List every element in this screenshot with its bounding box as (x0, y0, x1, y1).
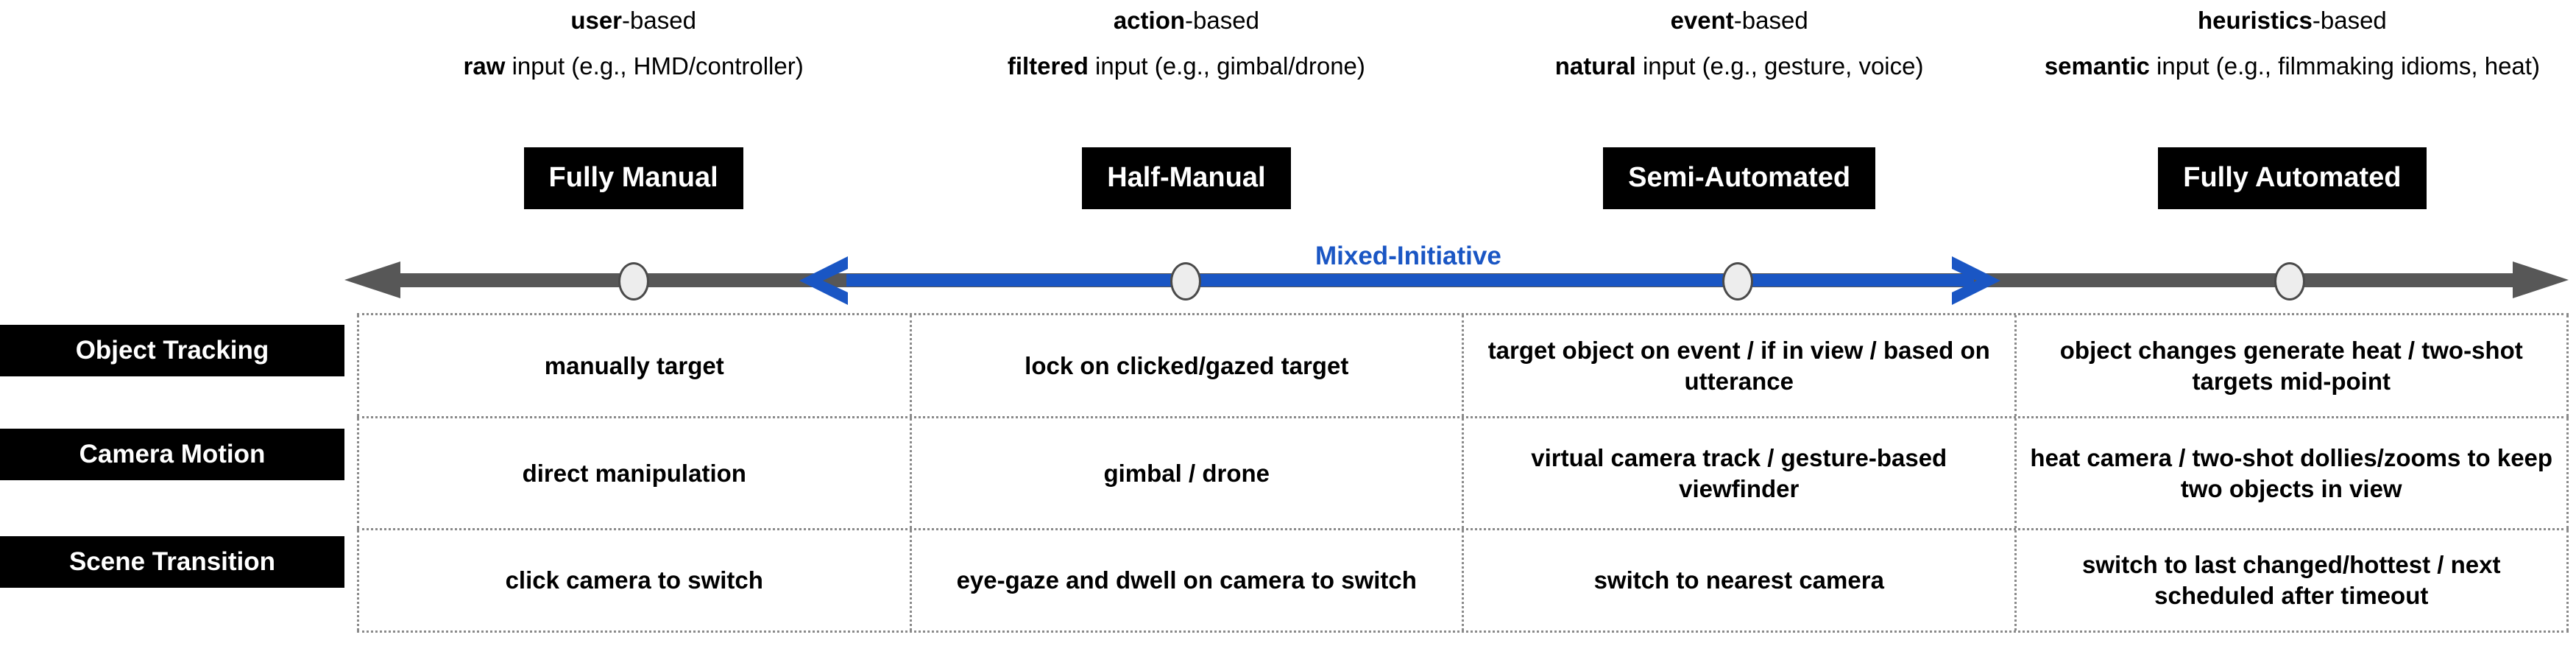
cell-r2c1: eye-gaze and dwell on camera to switch (909, 530, 1462, 630)
stage-cell-0: Fully Manual (357, 147, 910, 228)
column-header-0: user-based raw input (e.g., HMD/controll… (357, 0, 910, 144)
stage-box-half-manual: Half-Manual (1082, 147, 1291, 209)
table-row: direct manipulation gimbal / drone virtu… (357, 416, 2569, 528)
column-input-1: filtered input (e.g., gimbal/drone) (1008, 52, 1365, 81)
cell-r1c0: direct manipulation (357, 418, 910, 528)
column-input-strong-3: semantic (2044, 52, 2150, 80)
cell-r1c2: virtual camera track / gesture-based vie… (1462, 418, 2014, 528)
cell-r0c3: object changes generate heat / two-shot … (2014, 315, 2569, 416)
stage-cell-2: Semi-Automated (1463, 147, 2016, 228)
axis-knob-fully-automated[interactable] (2274, 262, 2305, 301)
column-header-3: heuristics-based semantic input (e.g., f… (2016, 0, 2569, 144)
cell-r1c1: gimbal / drone (909, 418, 1462, 528)
column-basis-rest-0: -based (622, 7, 696, 34)
column-basis-strong-0: user (570, 7, 623, 34)
stage-box-fully-automated: Fully Automated (2158, 147, 2427, 209)
mixed-initiative-left-arrowhead-icon (796, 254, 851, 307)
axis-knob-semi-automated[interactable] (1722, 262, 1753, 301)
cell-r0c2: target object on event / if in view / ba… (1462, 315, 2014, 416)
cell-r2c2: switch to nearest camera (1462, 530, 2014, 630)
mixed-initiative-label: Mixed-Initiative (1312, 242, 1504, 271)
column-basis-0: user-based (570, 7, 696, 35)
table-row: click camera to switch eye-gaze and dwel… (357, 528, 2569, 633)
stage-cell-3: Fully Automated (2016, 147, 2569, 228)
column-basis-rest-3: -based (2312, 7, 2387, 34)
column-input-rest-0: input (e.g., HMD/controller) (505, 52, 804, 80)
column-input-3: semantic input (e.g., filmmaking idioms,… (2045, 52, 2540, 81)
column-input-strong-2: natural (1554, 52, 1636, 80)
row-label-scene-transition: Scene Transition (0, 536, 344, 588)
cell-r0c0: manually target (357, 315, 910, 416)
column-input-rest-2: input (e.g., gesture, voice) (1635, 52, 1924, 80)
column-header-2: event-based natural input (e.g., gesture… (1463, 0, 2016, 144)
column-input-rest-1: input (e.g., gimbal/drone) (1088, 52, 1365, 80)
mixed-initiative-right-arrowhead-icon (1949, 254, 2003, 307)
column-input-2: natural input (e.g., gesture, voice) (1555, 52, 1924, 81)
axis-knob-fully-manual[interactable] (618, 262, 649, 301)
column-basis-rest-1: -based (1185, 7, 1259, 34)
cell-r2c0: click camera to switch (357, 530, 910, 630)
column-input-strong-1: filtered (1007, 52, 1089, 80)
capability-matrix: manually target lock on clicked/gazed ta… (357, 313, 2569, 657)
mixed-initiative-segment (846, 274, 1974, 287)
column-basis-strong-3: heuristics (2197, 7, 2313, 34)
row-label-camera-motion: Camera Motion (0, 429, 344, 480)
column-basis-strong-2: event (1670, 7, 1734, 34)
column-basis-rest-2: -based (1733, 7, 1808, 34)
stage-box-semi-automated: Semi-Automated (1603, 147, 1876, 209)
table-row: manually target lock on clicked/gazed ta… (357, 313, 2569, 416)
column-input-strong-0: raw (463, 52, 506, 80)
axis-knob-half-manual[interactable] (1170, 262, 1201, 301)
column-input-0: raw input (e.g., HMD/controller) (464, 52, 804, 81)
cell-r1c3: heat camera / two-shot dollies/zooms to … (2014, 418, 2569, 528)
column-header-1: action-based filtered input (e.g., gimba… (910, 0, 1462, 144)
column-input-rest-3: input (e.g., filmmaking idioms, heat) (2149, 52, 2540, 80)
column-basis-3: heuristics-based (2198, 7, 2387, 35)
stage-cell-1: Half-Manual (910, 147, 1462, 228)
cell-r2c3: switch to last changed/hottest / next sc… (2014, 530, 2569, 630)
column-headers: user-based raw input (e.g., HMD/controll… (357, 0, 2569, 144)
axis-left-arrowhead-icon (344, 261, 400, 298)
automation-axis: Mixed-Initiative (0, 242, 2576, 312)
row-label-object-tracking: Object Tracking (0, 325, 344, 376)
stage-box-fully-manual: Fully Manual (523, 147, 743, 209)
column-basis-2: event-based (1671, 7, 1808, 35)
column-basis-1: action-based (1114, 7, 1259, 35)
stage-boxes: Fully Manual Half-Manual Semi-Automated … (357, 147, 2569, 228)
column-basis-strong-1: action (1113, 7, 1186, 34)
cell-r0c1: lock on clicked/gazed target (909, 315, 1462, 416)
axis-right-arrowhead-icon (2513, 261, 2569, 298)
